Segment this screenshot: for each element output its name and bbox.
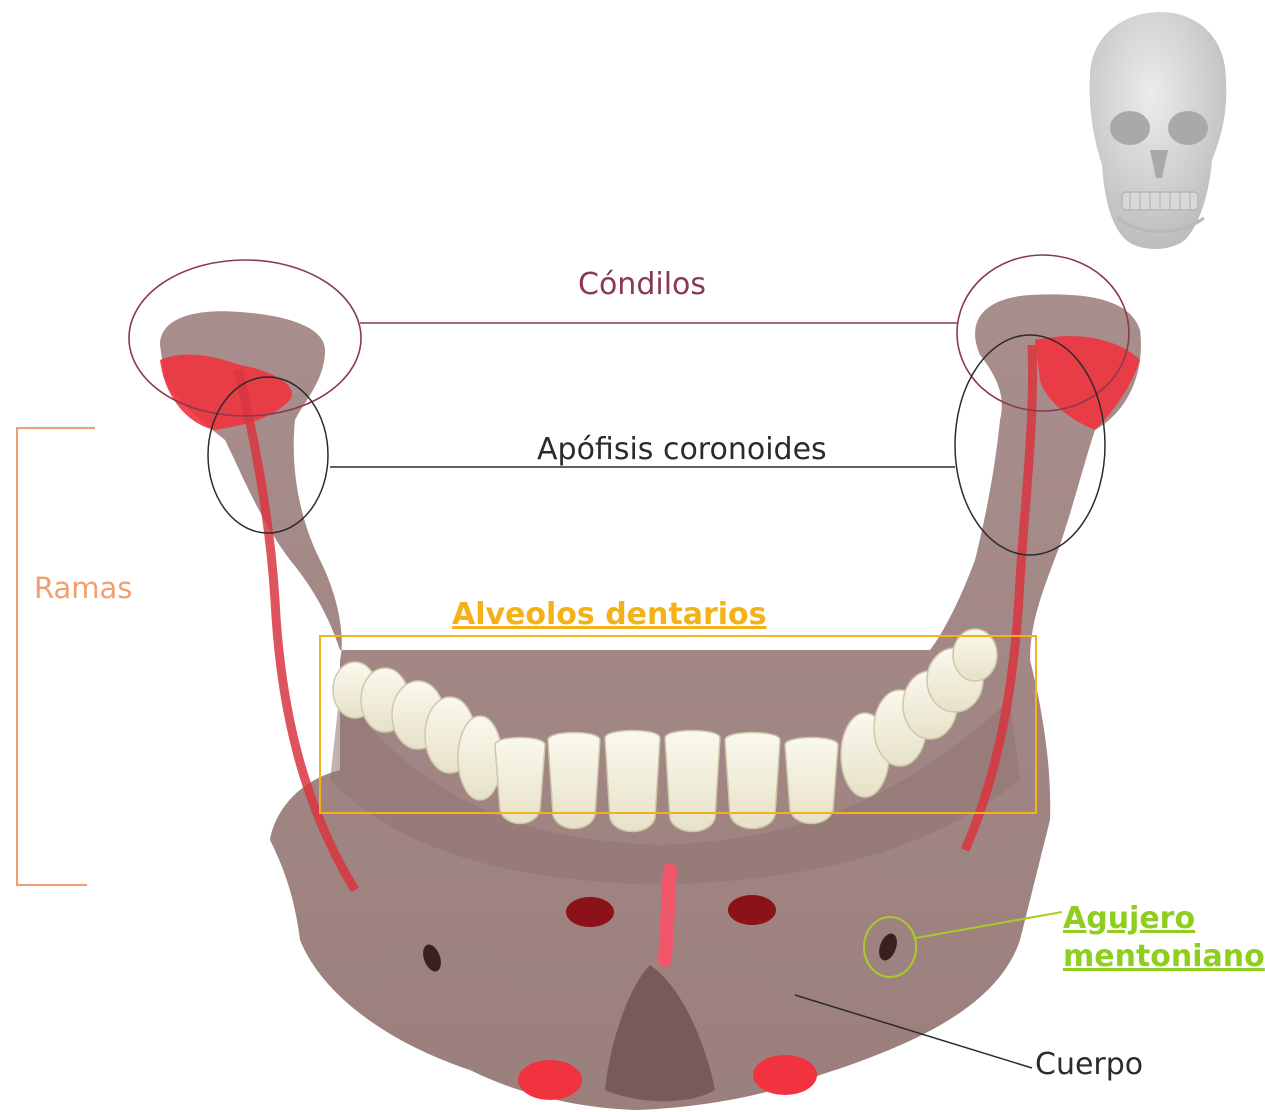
alveolos-dentarios-label: Alveolos dentarios xyxy=(452,600,767,630)
mandible-bone xyxy=(160,294,1141,1110)
condilos-label: Cóndilos xyxy=(578,270,706,300)
ramas-bracket xyxy=(17,428,95,885)
agujero-mentoniano-label: Agujero mentoniano xyxy=(1063,900,1265,975)
agujero-label-line2: mentoniano xyxy=(1063,938,1265,976)
skull-thumbnail-icon xyxy=(1090,12,1227,249)
ramas-label: Ramas xyxy=(34,574,132,603)
apofisis-coronoides-label: Apófisis coronoides xyxy=(537,435,827,465)
agujero-label-line1: Agujero xyxy=(1063,900,1265,938)
cuerpo-label: Cuerpo xyxy=(1035,1050,1143,1080)
